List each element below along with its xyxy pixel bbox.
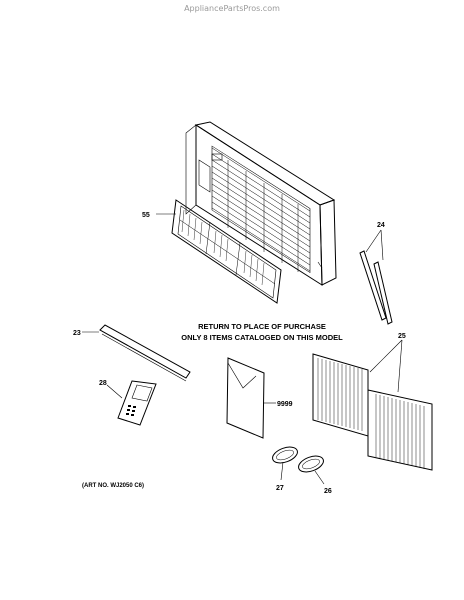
top-channel-part-23: 23: [73, 324, 191, 382]
callout-55: 55: [142, 212, 150, 219]
foam-pad-part-27: 27: [272, 446, 298, 492]
art-number: (ART NO. WJ2050 C6): [82, 483, 145, 489]
callout-26: 26: [324, 488, 332, 495]
return-notice: RETURN TO PLACE OF PURCHASE ONLY 8 ITEMS…: [172, 321, 352, 343]
notice-line-1: RETURN TO PLACE OF PURCHASE: [198, 322, 326, 331]
callout-27: 27: [276, 485, 284, 492]
callout-25: 25: [398, 333, 406, 340]
callout-23: 23: [73, 330, 81, 337]
remote-control-part-28: 28: [99, 380, 157, 426]
manual-part-9999: 9999: [226, 357, 293, 439]
side-curtain-part-25: 25: [312, 333, 433, 471]
side-rail-part-24: 24: [359, 222, 393, 325]
air-filter-part-55: 55: [142, 199, 282, 304]
callout-9999: 9999: [277, 401, 293, 408]
notice-line-2: ONLY 8 ITEMS CATALOGED ON THIS MODEL: [181, 333, 343, 342]
callout-28: 28: [99, 380, 107, 387]
ac-unit-housing: [185, 121, 337, 286]
callout-24: 24: [377, 222, 385, 229]
foam-pad-part-26: 26: [298, 455, 332, 495]
watermark: AppliancePartsPros.com: [184, 4, 280, 13]
